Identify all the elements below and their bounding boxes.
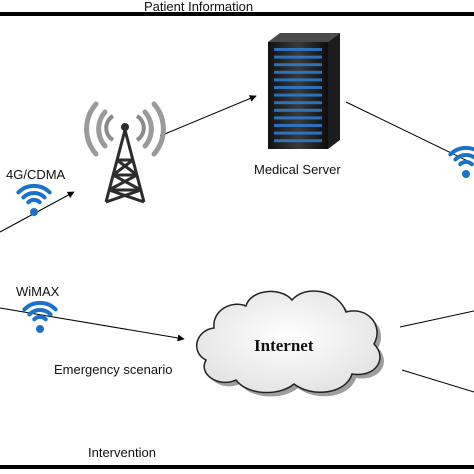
cell-tower-icon [84,101,166,204]
medical-server-label: Medical Server [254,162,341,177]
internet-to-right-lower [401,369,474,393]
internet-label: Internet [254,336,314,355]
emergency-scenario-label: Emergency scenario [54,362,173,377]
wifi-icon [448,145,474,178]
server-rack-icon [268,33,340,149]
cloud-icon [196,290,384,397]
wifi-icon [16,183,52,216]
outer-frame [0,12,474,469]
cdma-label: 4G/CDMA [6,167,66,182]
arrow-to-internet [0,307,185,342]
wifi-icon [22,300,58,333]
patient-information-label: Patient Information [144,0,254,14]
server-to-right-link [345,101,474,165]
arrow-to-server [159,95,257,137]
intervention-label: Intervention [88,445,156,460]
wimax-label: WiMAX [16,284,60,299]
internet-to-right-upper [399,310,474,328]
